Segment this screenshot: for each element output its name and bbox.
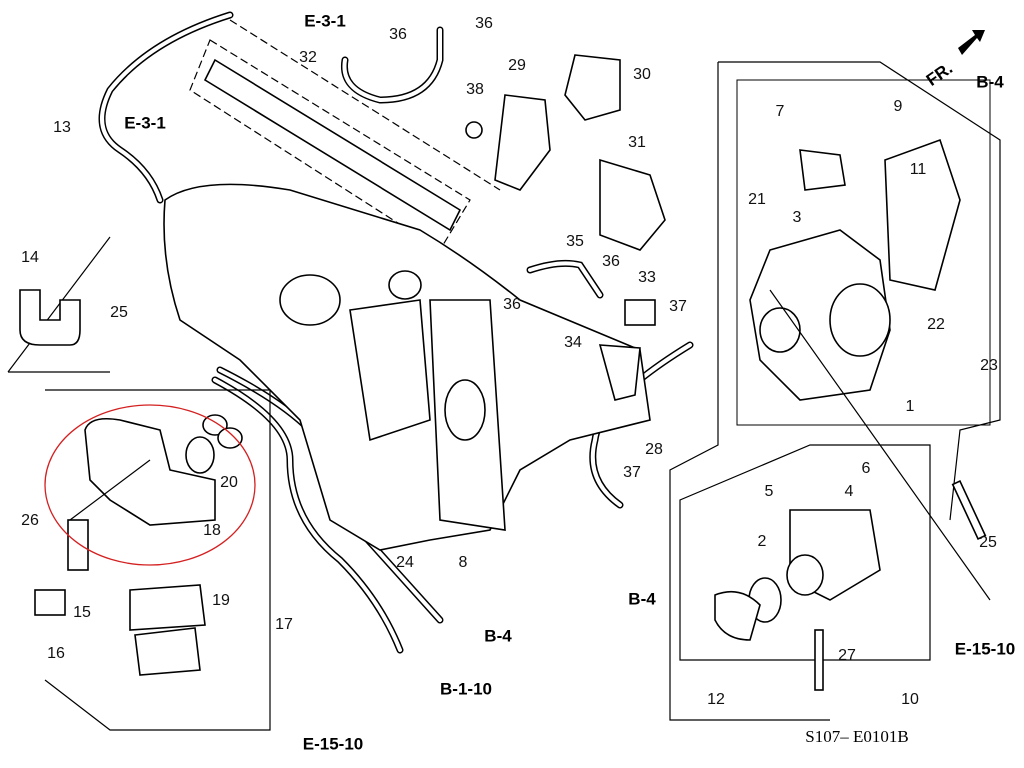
callout-26: 26	[21, 512, 39, 529]
callout-27: 27	[838, 647, 856, 664]
throttle-body-section	[669, 61, 1001, 721]
callout-35: 35	[566, 233, 584, 250]
callout-8: 8	[459, 554, 468, 571]
callout-30: 30	[633, 66, 651, 83]
front-arrow-icon	[958, 30, 985, 55]
callout-14: 14	[21, 249, 39, 266]
intake-manifold	[163, 183, 651, 551]
callout-23: 23	[980, 357, 998, 374]
callout-2: 2	[758, 533, 767, 550]
callout-36: 36	[389, 26, 407, 43]
callout-33: 33	[638, 269, 656, 286]
callout-9: 9	[894, 98, 903, 115]
drawing-code: S107– E0101B	[805, 727, 908, 746]
ref-e-3-1-left[interactable]: E-3-1	[124, 113, 166, 132]
callout-37: 37	[623, 464, 641, 481]
ref-e-15-10[interactable]: E-15-10	[303, 734, 363, 753]
callout-36: 36	[602, 253, 620, 270]
callout-12: 12	[707, 691, 725, 708]
callout-11: 11	[910, 161, 927, 178]
callout-17: 17	[275, 616, 293, 633]
ref-b-4[interactable]: B-4	[484, 626, 512, 645]
part-14-box	[7, 236, 111, 373]
callout-31: 31	[628, 134, 646, 151]
callout-4: 4	[845, 483, 854, 500]
callout-24: 24	[396, 554, 414, 571]
callout-10: 10	[901, 691, 919, 708]
callout-32: 32	[299, 49, 317, 66]
callout-25: 25	[110, 304, 128, 321]
callout-22: 22	[927, 316, 945, 333]
callout-21: 21	[748, 191, 766, 208]
callout-28: 28	[645, 441, 663, 458]
callout-18: 18	[203, 522, 221, 539]
iacv-assembly	[34, 389, 271, 731]
callout-13: 13	[53, 119, 71, 136]
callout-25: 25	[979, 534, 997, 551]
callout-36: 36	[475, 15, 493, 32]
ref-e-15-10[interactable]: E-15-10	[955, 639, 1015, 658]
callout-1: 1	[906, 398, 915, 415]
callout-16: 16	[47, 645, 65, 662]
small-parts	[465, 54, 666, 401]
callout-6: 6	[862, 460, 871, 477]
callout-19: 19	[212, 592, 230, 609]
callout-29: 29	[508, 57, 526, 74]
highlight-circle	[44, 404, 256, 566]
callout-15: 15	[73, 604, 91, 621]
callout-37: 37	[669, 298, 687, 315]
callout-34: 34	[564, 334, 582, 351]
ref-b-4[interactable]: B-4	[976, 72, 1004, 91]
callout-20: 20	[220, 474, 238, 491]
ref-b-4[interactable]: B-4	[628, 589, 656, 608]
callout-36: 36	[503, 296, 521, 313]
callout-5: 5	[765, 483, 774, 500]
callout-3: 3	[793, 209, 802, 226]
callout-38: 38	[466, 81, 484, 98]
front-label: FR.	[923, 59, 956, 90]
callout-7: 7	[776, 103, 785, 120]
callouts: E-3-1 36 36 32 29 30 38 13 E-3-1 31 14 2…	[21, 11, 1015, 753]
ref-e-3-1-top[interactable]: E-3-1	[304, 11, 346, 30]
ref-b-1-10[interactable]: B-1-10	[440, 679, 492, 698]
